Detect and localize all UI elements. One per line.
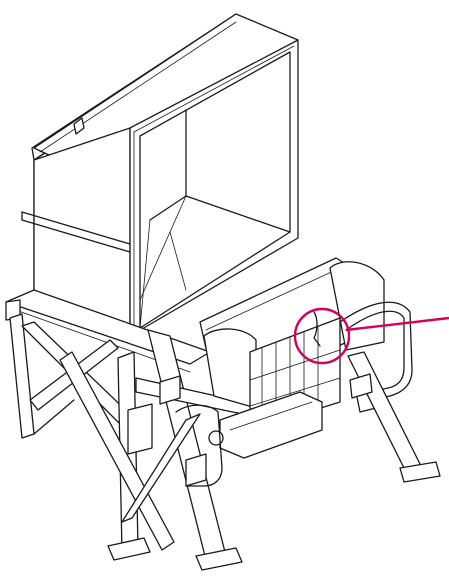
callout-leader-line <box>345 316 449 332</box>
discharge-assembly <box>175 257 441 487</box>
hopper-box <box>21 13 299 337</box>
callout-circle <box>293 307 351 365</box>
support-frame <box>5 289 253 571</box>
callout <box>293 307 449 365</box>
